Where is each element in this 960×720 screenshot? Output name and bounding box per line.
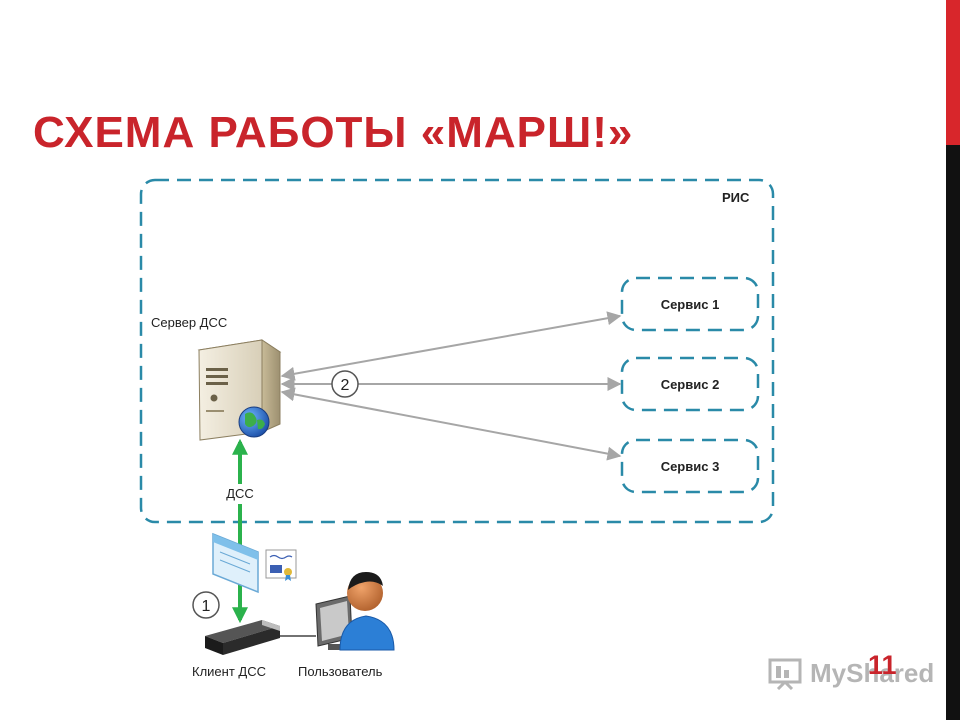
presentation-icon: [768, 658, 802, 691]
service-1-label: Сервис 1: [661, 297, 720, 312]
slide-title: СХЕМА РАБОТЫ «МАРШ!»: [33, 108, 634, 157]
step-2-label: 2: [341, 377, 350, 394]
ris-boundary: [139, 178, 775, 524]
step-1-label: 1: [202, 598, 211, 615]
arrow-server-service-1: [280, 311, 622, 381]
user-label: Пользователь: [298, 664, 383, 679]
client-label: Клиент ДСС: [192, 664, 266, 679]
watermark-logo: MyShared: [768, 656, 934, 692]
dss-label-bg: [222, 484, 258, 504]
usb-token-icon: [205, 620, 280, 655]
user-icon: [339, 572, 395, 651]
globe-icon: [238, 406, 270, 438]
service-3: Сервис 3: [620, 438, 760, 494]
sidebar-accent-black: [946, 145, 960, 720]
page-number: 11: [868, 650, 897, 680]
document-icon: [212, 532, 259, 594]
arrow-server-service-3: [280, 387, 622, 461]
server-label: Сервер ДСС: [151, 315, 227, 330]
certificate-icon: [265, 549, 297, 581]
step-1-marker: 1: [192, 591, 220, 619]
service-1: Сервис 1: [620, 276, 760, 332]
step-2-marker: 2: [331, 370, 359, 398]
dss-link-label: ДСС: [226, 486, 254, 501]
ris-label: РИС: [722, 190, 750, 205]
service-2-label: Сервис 2: [661, 377, 720, 392]
sidebar-accent-red: [946, 0, 960, 145]
watermark-text: MyShared: [810, 658, 935, 688]
service-2: Сервис 2: [620, 356, 760, 412]
service-3-label: Сервис 3: [661, 459, 720, 474]
